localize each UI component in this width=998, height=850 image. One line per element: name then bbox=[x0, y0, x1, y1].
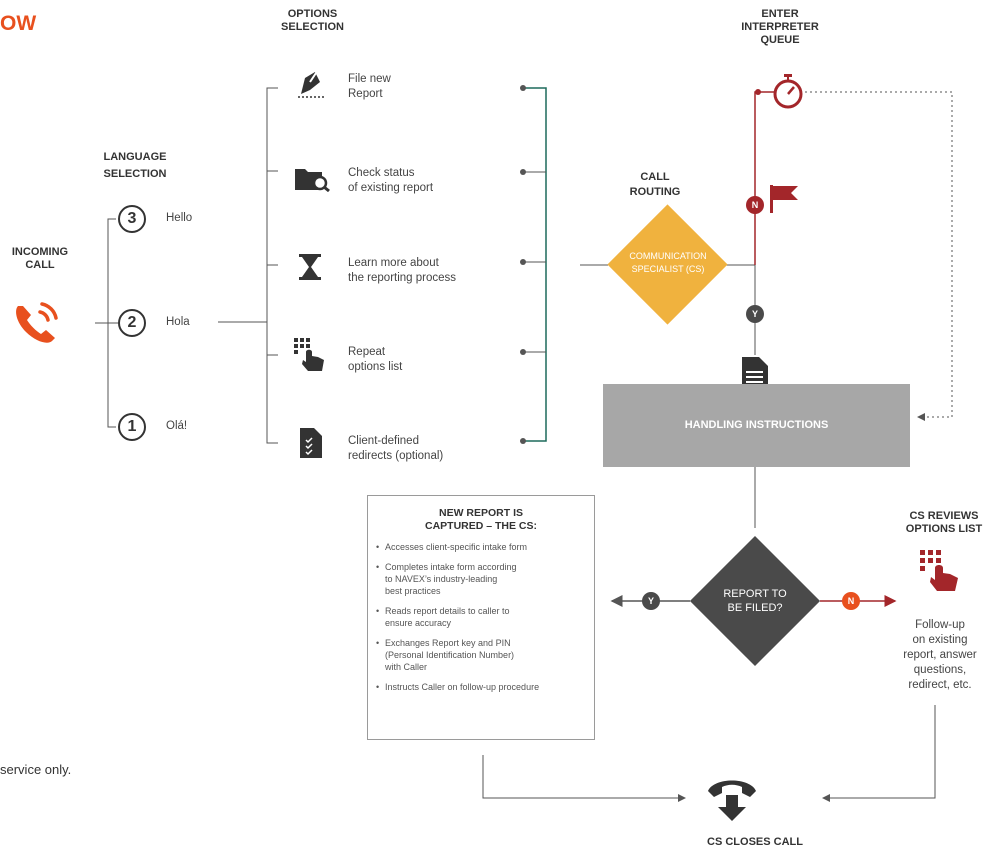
language-option-2-number[interactable]: 2 bbox=[118, 309, 146, 337]
keypad-hand-red-icon bbox=[920, 550, 958, 591]
language-option-1-number[interactable]: 1 bbox=[118, 413, 146, 441]
new-report-steps: Accesses client-specific intake form Com… bbox=[368, 541, 594, 693]
option-file-new-report[interactable]: File new Report bbox=[348, 73, 391, 100]
list-item: Reads report details to caller to ensure… bbox=[376, 605, 588, 629]
option-client-redirects[interactable]: Client-defined redirects (optional) bbox=[348, 435, 444, 462]
call-routing-header: CALL ROUTING bbox=[629, 171, 681, 198]
footnote: service only. bbox=[0, 762, 72, 777]
list-item: Accesses client-specific intake form bbox=[376, 541, 588, 553]
no-marker-routing: N bbox=[746, 196, 764, 214]
yes-marker-decision: Y bbox=[642, 592, 660, 610]
pen-report-icon bbox=[298, 69, 324, 98]
hang-up-phone-icon bbox=[708, 780, 756, 821]
cs-closes-call-header: CS CLOSES CALL bbox=[707, 836, 803, 848]
options-selection-header: OPTIONS SELECTION bbox=[281, 8, 344, 33]
list-item: Exchanges Report key and PIN (Personal I… bbox=[376, 637, 588, 673]
interpreter-queue-header: ENTER INTERPRETER QUEUE bbox=[741, 8, 819, 46]
folder-search-icon bbox=[295, 169, 330, 192]
handling-instructions-box: HANDLING INSTRUCTIONS bbox=[603, 384, 910, 467]
language-option-ola[interactable]: Olá! bbox=[166, 420, 188, 432]
follow-up-text: Follow-up on existing report, answer que… bbox=[903, 619, 977, 691]
routing-diamond-label: COMMUNICATION SPECIALIST (CS) bbox=[629, 251, 707, 274]
no-marker-decision: N bbox=[842, 592, 860, 610]
list-item: Instructs Caller on follow-up procedure bbox=[376, 681, 588, 693]
page-title: OW bbox=[0, 12, 37, 35]
option-repeat-list[interactable]: Repeat options list bbox=[348, 346, 403, 373]
language-option-3-number[interactable]: 3 bbox=[118, 205, 146, 233]
option-learn-more[interactable]: Learn more about the reporting process bbox=[348, 257, 457, 284]
document-icon bbox=[742, 357, 768, 389]
report-decision-label: REPORT TO BE FILED? bbox=[723, 588, 787, 614]
new-report-title: NEW REPORT IS CAPTURED – THE CS: bbox=[424, 507, 537, 532]
checklist-icon bbox=[300, 428, 322, 458]
new-report-captured-box: NEW REPORT IS CAPTURED – THE CS: Accesse… bbox=[367, 495, 595, 740]
hourglass-icon bbox=[299, 254, 321, 280]
language-option-hola[interactable]: Hola bbox=[166, 316, 190, 328]
cs-reviews-header: CS REVIEWS OPTIONS LIST bbox=[905, 510, 983, 535]
stopwatch-icon bbox=[773, 74, 803, 109]
yes-marker-routing: Y bbox=[746, 305, 764, 323]
language-option-hello[interactable]: Hello bbox=[166, 212, 193, 224]
phone-ringing-icon bbox=[16, 302, 58, 343]
language-selection-header: LANGUAGE SELECTION bbox=[103, 151, 167, 180]
list-item: Completes intake form according to NAVEX… bbox=[376, 561, 588, 597]
option-check-status[interactable]: Check status of existing report bbox=[348, 167, 434, 194]
keypad-hand-icon bbox=[294, 338, 324, 371]
flag-icon bbox=[770, 185, 798, 213]
incoming-call-header: INCOMING CALL bbox=[11, 246, 69, 271]
